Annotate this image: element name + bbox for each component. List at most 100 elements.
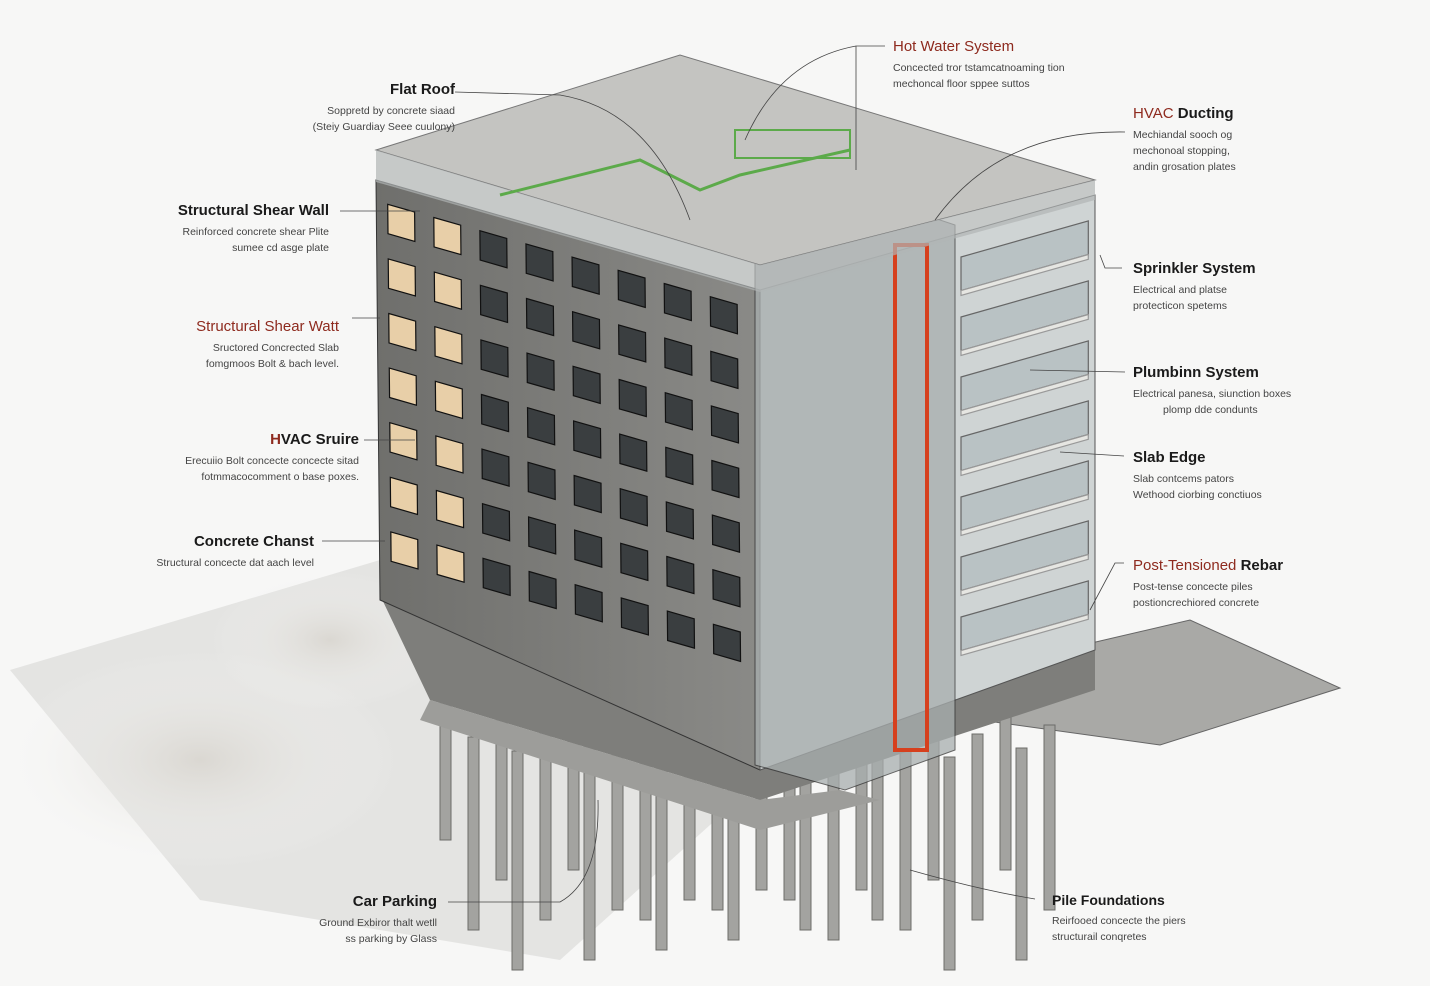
window [480, 339, 509, 378]
slab-edge [960, 493, 1089, 537]
label-desc: plomp dde condunts [1163, 404, 1258, 416]
window [571, 256, 600, 295]
label-structural-shear-wall-2: Structural Shear Watt Sructored Concrect… [39, 318, 339, 372]
window [574, 529, 603, 568]
window [434, 380, 464, 420]
window-grid [387, 203, 1089, 663]
label-desc: Structural concecte dat aach level [156, 557, 314, 569]
window [526, 352, 555, 391]
label-title: Slab Edge [1133, 449, 1206, 466]
label-desc: Electrical panesa, siunction boxes [1133, 388, 1292, 400]
concrete-pile [1043, 724, 1056, 911]
window [665, 446, 694, 486]
concrete-pile [899, 742, 912, 931]
label-desc: Erecuiio Bolt concecte concecte sitad [185, 455, 359, 467]
label-desc: Ground Exbiror thalt wetll [319, 917, 437, 929]
label-hvac-shaft: HVAC Sruire Erecuiio Bolt concecte conce… [59, 431, 359, 485]
slab-edge [960, 373, 1089, 417]
label-hvac-ducting: HVAC Ducting Mechiandal sooch og mechono… [1133, 105, 1430, 175]
label-desc: structurail conqretes [1052, 931, 1147, 943]
label-title: Flat Roof [390, 81, 455, 98]
concrete-pile [999, 710, 1012, 871]
label-desc: Post-tense concecte piles [1133, 581, 1253, 593]
label-hot-water-system: Hot Water System Concected tror tstamcat… [893, 38, 1193, 92]
concrete-pile [1015, 747, 1028, 961]
label-pile-foundations: Pile Foundations Reirfooed concecte the … [1052, 892, 1352, 945]
label-desc: Reirfooed concecte the piers [1052, 915, 1186, 927]
leader-lines [322, 45, 1126, 903]
window [711, 459, 740, 499]
window [618, 378, 647, 418]
label-flat-roof: Flat Roof Soppretd by concrete siaad (St… [155, 81, 455, 135]
label-desc: Soppretd by concrete siaad [327, 105, 455, 117]
window [664, 337, 693, 376]
window [435, 489, 465, 529]
label-sprinkler-system: Sprinkler System Electrical and platse p… [1133, 260, 1430, 314]
window [574, 583, 603, 623]
title-accent: HVAC [1133, 105, 1174, 122]
window [479, 229, 508, 269]
slab-edge [960, 433, 1089, 477]
window [710, 350, 739, 390]
concrete-pile [971, 733, 984, 921]
label-title: Concrete Chanst [193, 533, 314, 550]
title-accent: Post-Tensioned [1133, 557, 1237, 574]
title-rest: Rebar [1236, 557, 1284, 574]
concrete-pile [467, 736, 480, 931]
label-title: HVAC Ducting [1133, 105, 1430, 122]
window [525, 297, 555, 337]
window [663, 282, 692, 322]
label-title: Post-Tensioned Rebar [1133, 557, 1430, 574]
window [388, 367, 418, 406]
label-title: Hot Water System [893, 38, 1015, 55]
window [571, 310, 601, 350]
window [481, 448, 510, 487]
label-desc: postioncrechiored concrete [1133, 597, 1260, 609]
label-desc: mechonoal stopping, [1133, 145, 1230, 157]
window [390, 531, 419, 570]
window [526, 406, 556, 446]
window [709, 295, 739, 335]
label-desc: mechoncal floor sppee suttos [893, 78, 1030, 90]
window [710, 405, 740, 444]
label-title: Structural Shear Watt [196, 318, 339, 335]
label-concrete-channel: Concrete Chanst Structural concecte dat … [14, 533, 314, 571]
window [434, 325, 463, 365]
slab-edge [960, 613, 1089, 657]
label-desc: Sructored Concrected Slab [212, 342, 339, 354]
window [665, 501, 695, 540]
window [387, 203, 416, 243]
label-title: Plumbinn System [1133, 364, 1259, 381]
window [479, 284, 509, 324]
slab-edge [960, 253, 1089, 297]
window [480, 393, 510, 433]
title-rest: VAC Sruire [280, 431, 359, 448]
label-car-parking: Car Parking Ground Exbiror thalt wetll s… [137, 893, 437, 947]
label-desc: Wethood ciorbing conctiuos [1133, 489, 1262, 501]
window [387, 258, 417, 297]
label-desc: (Steiy Guardiay Seee cuulony) [312, 121, 455, 133]
label-desc: Mechiandal sooch og [1133, 129, 1233, 141]
roof-parapet-glass [376, 150, 1095, 292]
window [619, 433, 648, 472]
window [389, 476, 419, 516]
rooftop-equipment [734, 129, 851, 159]
window [433, 216, 462, 256]
window [618, 324, 647, 363]
title-accent: H [270, 431, 281, 448]
label-desc: ss parking by Glass [345, 933, 437, 945]
label-title: HVAC Sruire [59, 431, 359, 448]
window [712, 568, 741, 608]
label-desc: Reinforced concrete shear Plite [182, 226, 330, 238]
label-post-tensioned-rebar: Post-Tensioned Rebar Post-tense concecte… [1133, 557, 1430, 611]
window [481, 502, 511, 542]
label-desc: Concected tror tstamcatnoaming tion [893, 62, 1065, 74]
window [527, 461, 556, 501]
label-desc: sumee cd asge plate [232, 242, 329, 254]
slab-edge [960, 313, 1089, 357]
label-title: Pile Foundations [1052, 892, 1165, 908]
window [666, 610, 696, 649]
window [389, 421, 418, 461]
label-title: Sprinkler System [1133, 260, 1256, 277]
